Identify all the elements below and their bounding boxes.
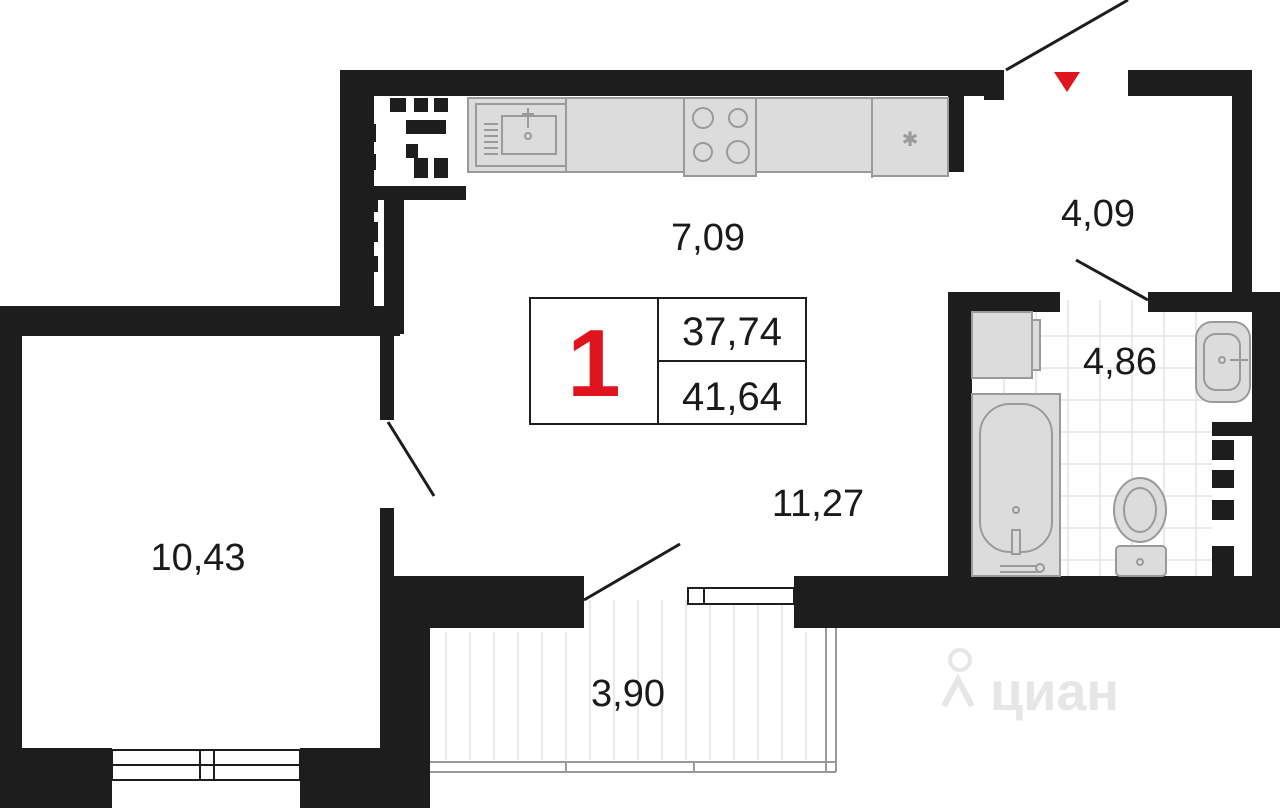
bathroom-door: [1075, 258, 1149, 302]
bedroom-door: [386, 421, 436, 497]
kitchen-counter: [467, 97, 949, 178]
windows: [111, 587, 795, 781]
hallway-area-label: 4,09: [1061, 193, 1135, 235]
living-area-value: 37,74: [682, 310, 782, 354]
total-area-value: 41,64: [682, 375, 782, 419]
entrance-door: [1005, 0, 1129, 72]
ventilation-shafts: [356, 98, 1252, 576]
bathroom-area-label: 4,86: [1083, 341, 1157, 383]
apartment-info-box: 1 37,74 41,64: [529, 297, 807, 425]
doors: [386, 0, 1149, 602]
balcony-door: [583, 542, 681, 602]
bathroom-fixtures: [971, 311, 1251, 577]
balcony-window: [687, 587, 795, 605]
balcony-railing: [430, 628, 837, 773]
balcony-floor: [445, 600, 807, 760]
fridge: [871, 97, 949, 177]
stove: [683, 97, 757, 177]
entrance-marker: [1054, 72, 1080, 92]
living-room-area-label: 11,27: [772, 483, 864, 525]
cian-watermark: циан: [941, 648, 1119, 722]
bedroom-area-label: 10,43: [150, 537, 245, 579]
fridge-snowflake-icon: ✱: [902, 127, 919, 151]
washing-machine: [971, 311, 1033, 379]
balcony-area-label: 3,90: [591, 673, 665, 715]
rooms-count: 1: [567, 310, 620, 417]
kitchen-area-label: 7,09: [671, 217, 745, 259]
svg-text:циан: циан: [990, 662, 1119, 722]
walls: [0, 70, 1280, 808]
